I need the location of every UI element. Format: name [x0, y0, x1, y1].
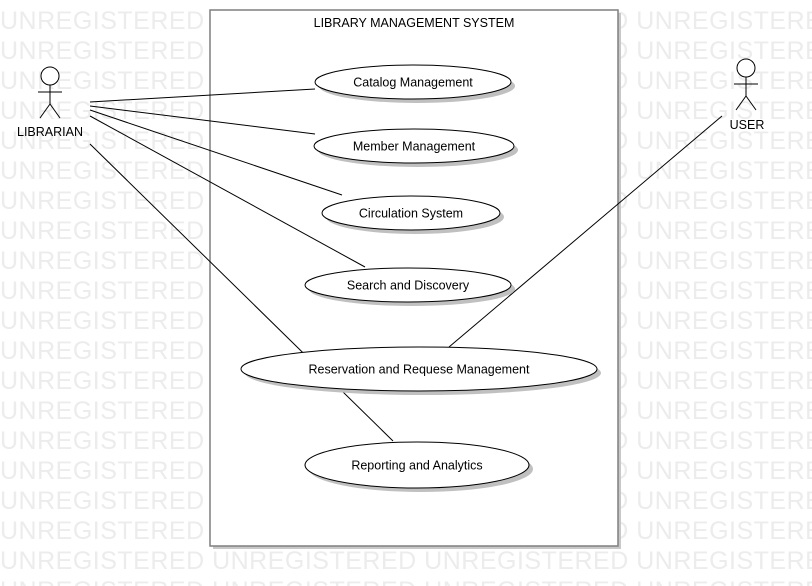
use-case-reporting[interactable]: Reporting and Analytics: [304, 441, 533, 492]
actor-leg-left: [39, 103, 51, 119]
actor-head-icon: [40, 66, 60, 86]
actor-librarian[interactable]: [38, 66, 62, 119]
use-case-label: Search and Discovery: [347, 279, 470, 293]
use-case-label: Member Management: [353, 140, 476, 154]
association-librarian-catalog[interactable]: [89, 88, 316, 103]
actor-head-icon: [736, 58, 756, 78]
association-librarian-search[interactable]: [89, 115, 366, 268]
actor-leg-right: [745, 95, 757, 111]
association-user-reservation[interactable]: [448, 115, 723, 348]
actor-user[interactable]: [734, 58, 758, 111]
association-librarian-member[interactable]: [89, 105, 316, 135]
system-title: LIBRARY MANAGEMENT SYSTEM: [314, 16, 515, 30]
actor-leg-left: [735, 95, 747, 111]
use-case-label: Circulation System: [359, 207, 463, 221]
association-librarian-circulation[interactable]: [89, 109, 343, 196]
watermark-row: UNREGISTERED UNREGISTERED UNREGISTERED U…: [0, 547, 812, 575]
use-case-reservation[interactable]: Reservation and Requese Management: [240, 346, 601, 395]
use-case-circulation[interactable]: Circulation System: [321, 195, 504, 234]
use-case-member[interactable]: Member Management: [313, 128, 518, 167]
use-case-catalog[interactable]: Catalog Management: [314, 64, 515, 103]
actor-label-user: USER: [730, 118, 765, 132]
actor-label-librarian: LIBRARIAN: [17, 125, 83, 139]
use-case-search[interactable]: Search and Discovery: [304, 267, 515, 306]
actor-leg-right: [49, 103, 61, 119]
watermark-row: UNREGISTERED UNREGISTERED UNREGISTERED U…: [0, 576, 812, 586]
use-case-label: Catalog Management: [353, 76, 473, 90]
use-case-label: Reporting and Analytics: [351, 459, 482, 473]
use-case-label: Reservation and Requese Management: [309, 363, 530, 377]
